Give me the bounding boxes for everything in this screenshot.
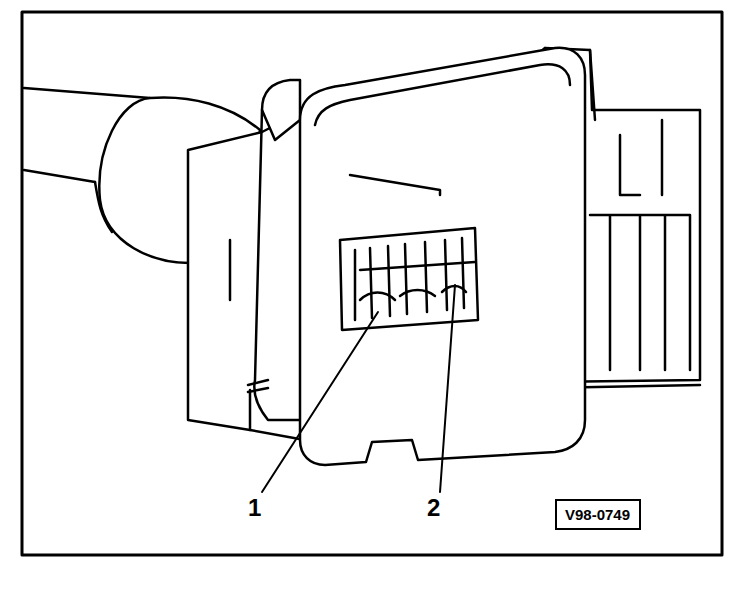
front-plate — [300, 48, 585, 465]
latch — [254, 110, 300, 420]
slots — [620, 120, 662, 195]
figure-code: V98-0749 — [565, 506, 631, 523]
face-edge — [350, 175, 440, 195]
leader-line — [440, 285, 455, 492]
latch-rib — [248, 380, 268, 392]
figure-code-box: V98-0749 — [555, 499, 641, 530]
callout-number: 2 — [427, 496, 440, 520]
contact-pins — [355, 238, 464, 320]
figure-frame — [22, 12, 722, 555]
contact-springs — [360, 286, 466, 300]
housing — [188, 110, 305, 440]
latch-edge — [315, 64, 570, 125]
slots — [590, 215, 690, 370]
latch — [262, 80, 300, 140]
cable — [24, 88, 150, 98]
cable — [95, 182, 112, 232]
callout-number: 1 — [248, 496, 261, 520]
face-edge — [360, 262, 475, 270]
pin-opening — [340, 228, 478, 330]
housing-edge — [230, 240, 250, 430]
cable — [24, 170, 95, 182]
leader-line — [262, 312, 378, 492]
